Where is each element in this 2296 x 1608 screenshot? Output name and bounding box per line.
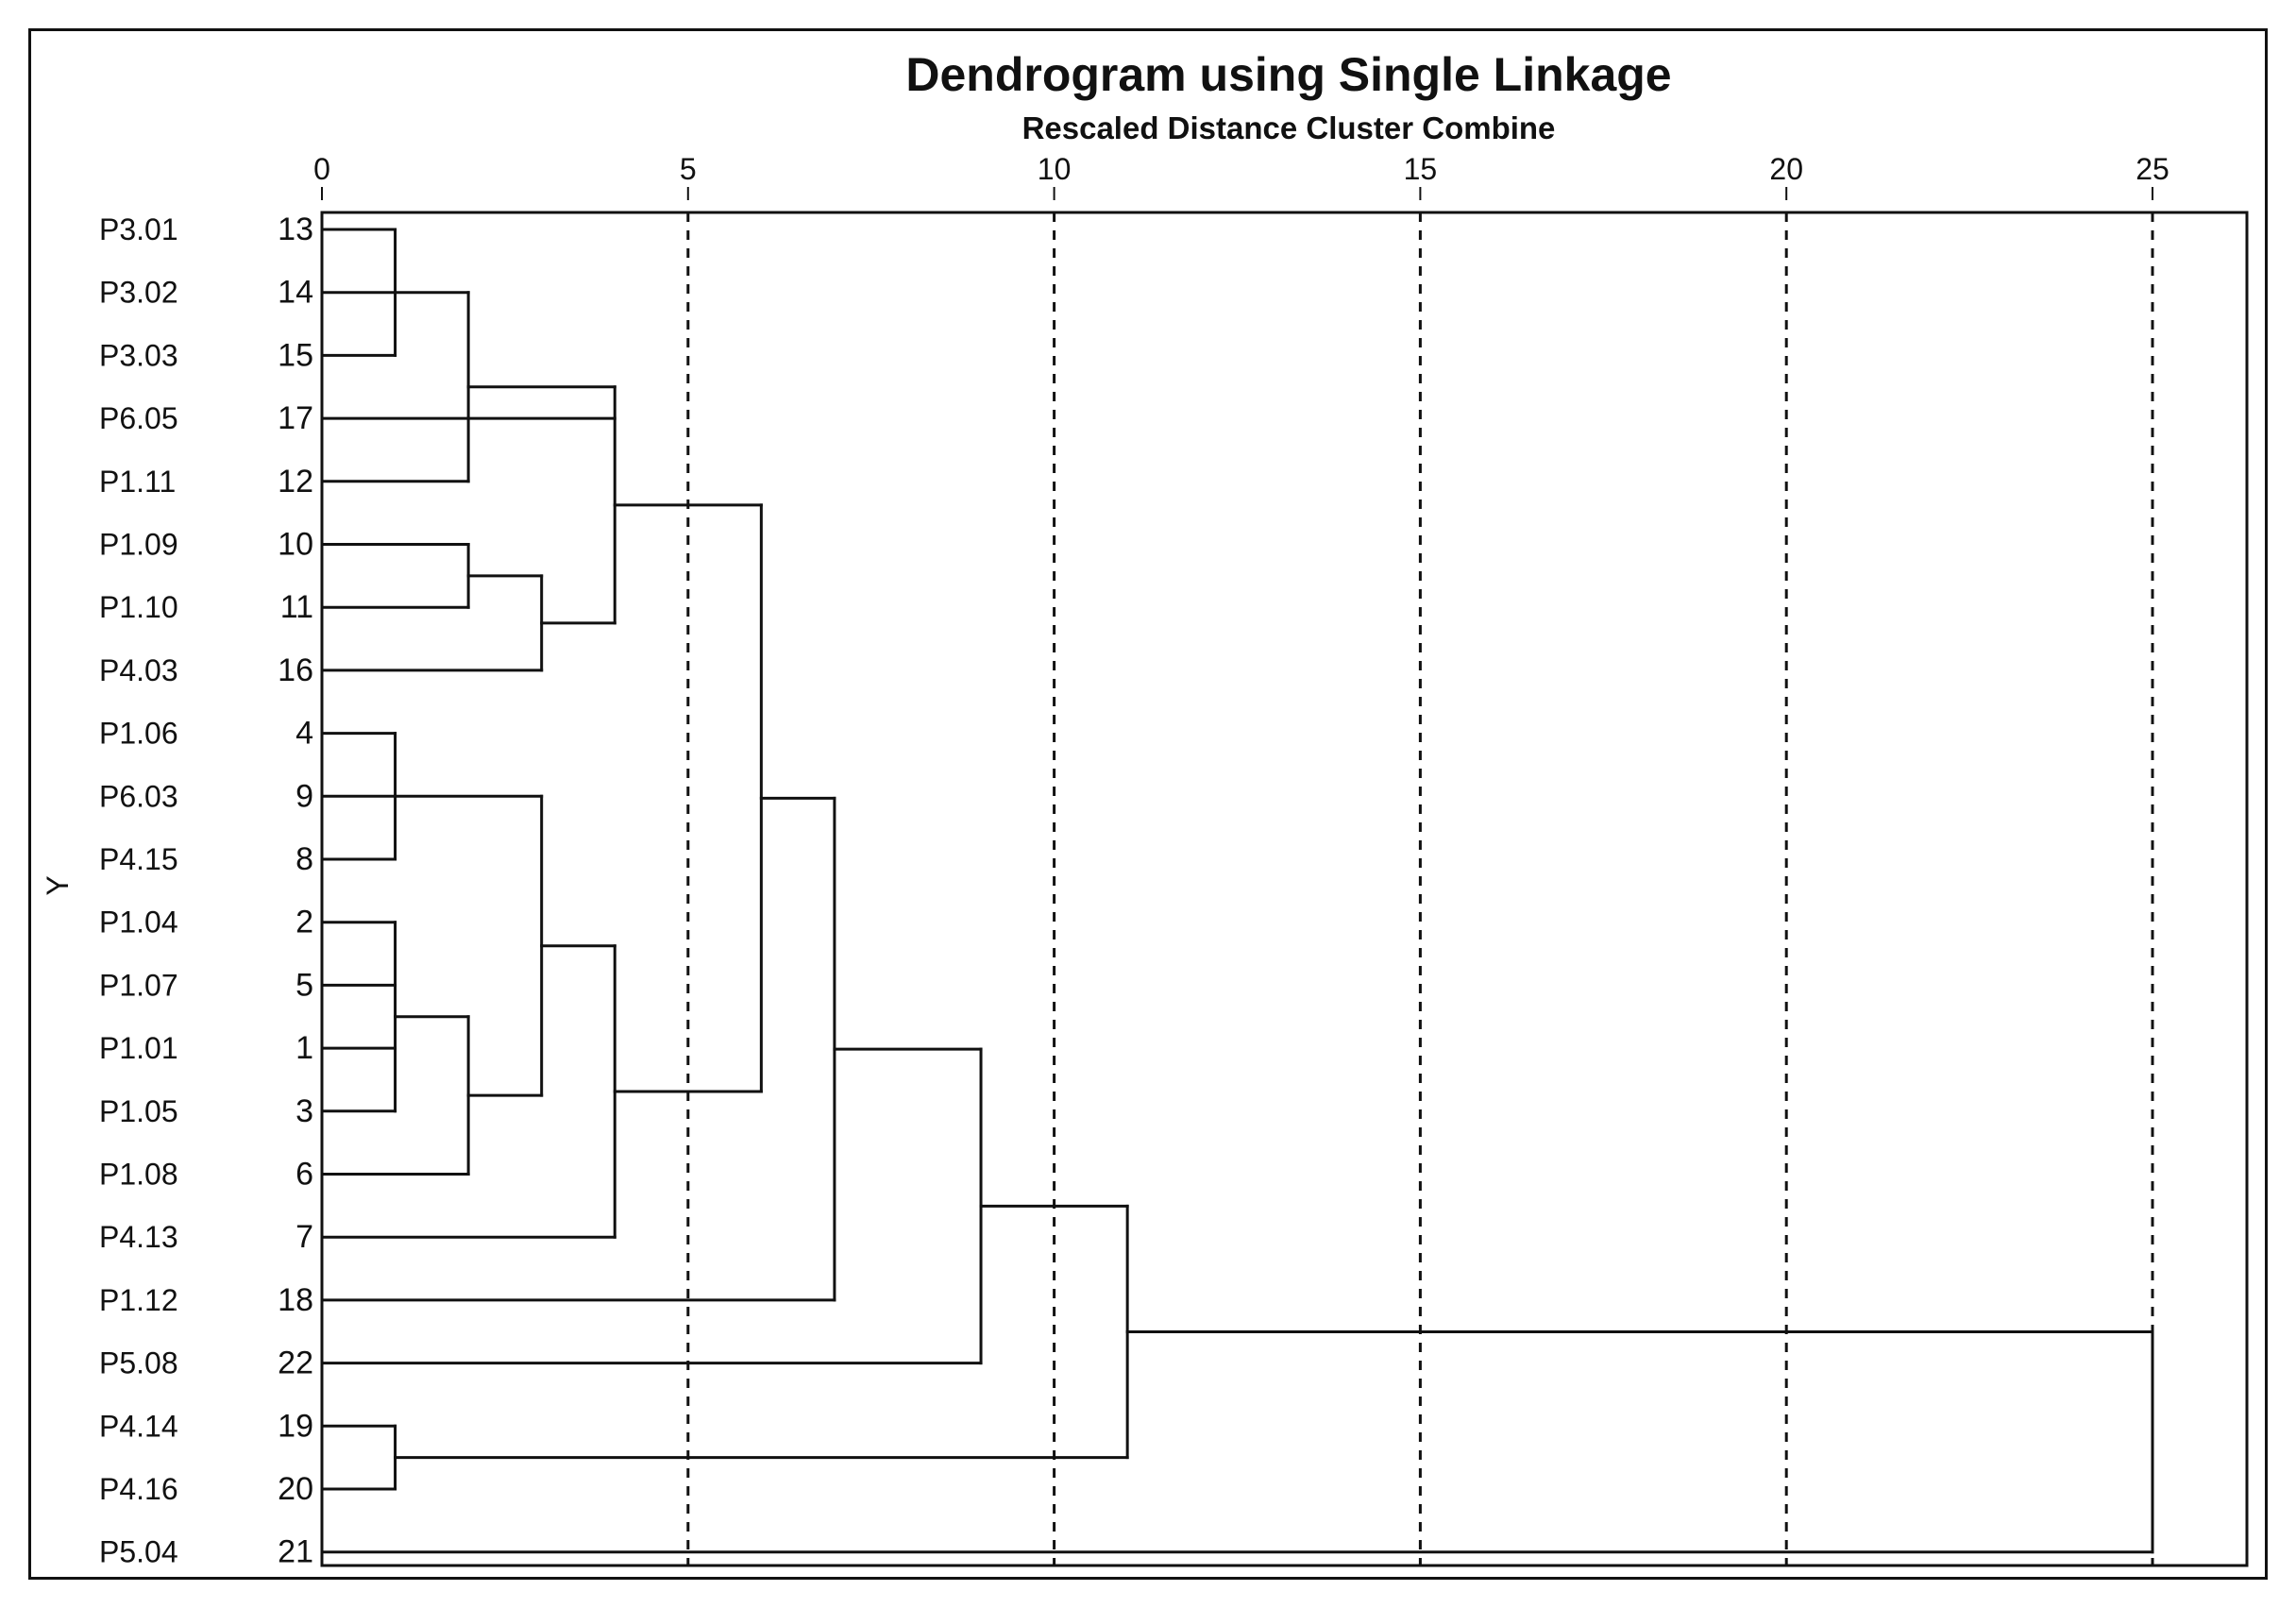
x-axis-ticks: 0 5 10 15 20 25 bbox=[313, 152, 2169, 200]
leaf-label: P4.15 bbox=[99, 842, 178, 876]
x-tick-label: 25 bbox=[2136, 152, 2169, 186]
chart-frame bbox=[28, 28, 2268, 1580]
leaf-id: 17 bbox=[278, 400, 313, 436]
x-tick-label: 10 bbox=[1038, 152, 1072, 186]
leaf-id: 13 bbox=[278, 212, 313, 247]
leaf-label: P1.10 bbox=[99, 590, 178, 624]
leaf-id: 10 bbox=[278, 527, 313, 563]
leaf-label: P4.13 bbox=[99, 1220, 178, 1254]
leaf-label: P1.11 bbox=[99, 465, 176, 499]
leaf-id: 14 bbox=[278, 275, 313, 311]
leaf-label: P1.09 bbox=[99, 528, 178, 562]
leaf-id: 15 bbox=[278, 337, 313, 373]
side-axis-letter: Y bbox=[41, 875, 75, 895]
leaf-id: 18 bbox=[278, 1282, 313, 1318]
leaf-label: P1.12 bbox=[99, 1283, 178, 1317]
leaf-id: 16 bbox=[278, 652, 313, 688]
leaf-id: 21 bbox=[278, 1534, 313, 1570]
leaf-label: P1.01 bbox=[99, 1031, 178, 1065]
leaf-id: 5 bbox=[295, 967, 313, 1003]
leaf-label: P6.05 bbox=[99, 401, 178, 435]
leaf-id: 22 bbox=[278, 1346, 313, 1381]
leaf-label: P5.08 bbox=[99, 1346, 178, 1380]
x-tick-label: 20 bbox=[1769, 152, 1803, 186]
leaf-label: P3.02 bbox=[99, 276, 178, 310]
leaf-id: 7 bbox=[295, 1219, 313, 1255]
dendrogram-branches bbox=[320, 228, 2154, 1554]
leaf-id: 12 bbox=[278, 464, 313, 499]
leaf-id: 3 bbox=[295, 1093, 313, 1129]
leaf-label: P3.01 bbox=[99, 212, 178, 246]
leaf-id: 8 bbox=[295, 841, 313, 877]
x-tick-label: 5 bbox=[680, 152, 697, 186]
x-tick-label: 15 bbox=[1404, 152, 1438, 186]
x-tick-label: 0 bbox=[313, 152, 330, 186]
leaf-id: 4 bbox=[295, 716, 313, 752]
leaf-id: 6 bbox=[295, 1157, 313, 1193]
leaf-id: 2 bbox=[295, 905, 313, 940]
leaf-id: 11 bbox=[280, 589, 313, 625]
leaf-label: P1.06 bbox=[99, 717, 178, 751]
leaf-id: 9 bbox=[295, 778, 313, 814]
chart-title: Dendrogram using Single Linkage bbox=[905, 48, 1671, 101]
leaf-label: P1.04 bbox=[99, 906, 178, 939]
leaf-label: P1.07 bbox=[99, 968, 178, 1002]
leaf-label: P6.03 bbox=[99, 779, 178, 813]
leaf-label: P4.14 bbox=[99, 1409, 178, 1443]
leaf-id: 19 bbox=[278, 1408, 313, 1444]
leaf-label: P1.05 bbox=[99, 1094, 178, 1128]
leaf-id: 1 bbox=[295, 1030, 313, 1066]
chart-subtitle: Rescaled Distance Cluster Combine bbox=[1022, 110, 1556, 145]
plot-area-border bbox=[320, 211, 2249, 1567]
leaf-label: P3.03 bbox=[99, 338, 178, 372]
leaf-label: P1.08 bbox=[99, 1158, 178, 1192]
leaf-label: P5.04 bbox=[99, 1535, 178, 1569]
leaf-label: P4.03 bbox=[99, 653, 178, 687]
leaf-id: 20 bbox=[278, 1471, 313, 1507]
leaf-label: P4.16 bbox=[99, 1472, 178, 1506]
